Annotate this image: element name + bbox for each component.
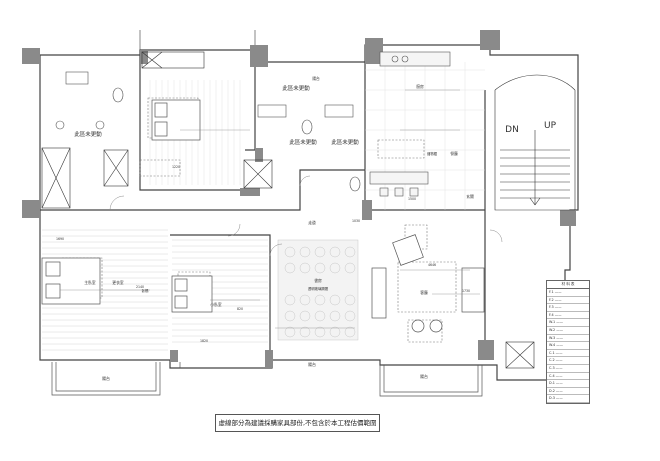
legend-row: C.1 —— xyxy=(547,350,589,358)
dim-c: 2140 xyxy=(136,285,144,289)
legend-row: F.1 —— xyxy=(547,289,589,297)
label-glass-partition: 透明玻璃隔間 xyxy=(308,286,329,291)
label-unchanged-left: 此區未更動 xyxy=(74,130,102,138)
dim-g: 4646 xyxy=(428,263,436,267)
label-corridor: 走道 xyxy=(308,220,316,225)
label-balcony-top: 陽台 xyxy=(312,76,320,81)
label-balcony-bm: 陽台 xyxy=(308,361,316,367)
legend-row: F.3 —— xyxy=(547,304,589,312)
legend-row: F.4 —— xyxy=(547,312,589,320)
staircase xyxy=(494,74,576,211)
legend-row: W.3 —— xyxy=(547,335,589,343)
dim-d: 1500 xyxy=(408,197,416,201)
label-bedroom-left: 主臥室 xyxy=(84,280,96,285)
door-swings xyxy=(109,175,503,257)
balconies xyxy=(51,30,483,397)
kitchen-counters xyxy=(369,51,451,197)
legend-row: W.1 —— xyxy=(547,319,589,327)
dim-a: 1220 xyxy=(172,165,180,169)
legend-row: F.2 —— xyxy=(547,297,589,305)
label-balcony-br: 陽台 xyxy=(420,373,428,379)
label-study: 書房 xyxy=(314,278,322,283)
stair-down-label: DN xyxy=(505,125,519,135)
legend-row: C.2 —— xyxy=(547,357,589,365)
legend-row: D.3 —— xyxy=(547,395,589,403)
legend-title: 材 料 表 xyxy=(547,281,589,289)
floor-hatch-left xyxy=(42,229,168,351)
label-storage: 儲物櫃 xyxy=(427,151,438,156)
label-dressing: 更衣室 xyxy=(112,280,124,285)
label-bench: 臥榻 xyxy=(142,288,149,293)
legend-row: W.4 —— xyxy=(547,342,589,350)
structural-columns xyxy=(22,30,576,368)
dim-b: 1690 xyxy=(56,237,64,241)
label-balcony-bl: 陽台 xyxy=(102,375,110,381)
label-kitchen: 廚房 xyxy=(416,84,424,89)
study-floor-pattern xyxy=(277,239,359,341)
dimension-labels: 1220 1690 2140 1500 1030 820 4646 1730 1… xyxy=(56,165,470,343)
label-unchanged-top: 此區未更動 xyxy=(282,84,310,92)
dim-h: 1730 xyxy=(462,289,470,293)
label-unchanged-mid: 此區未更動 xyxy=(289,138,317,146)
label-unchanged-right: 此區未更動 xyxy=(331,138,359,146)
dim-f: 820 xyxy=(237,307,243,311)
living-furniture xyxy=(371,234,485,333)
shaft-marks xyxy=(41,51,535,369)
dimension-lines xyxy=(60,89,480,329)
label-bedroom-right: 小臥室 xyxy=(210,302,222,307)
label-dining: 餐廳 xyxy=(450,151,458,156)
suggested-furniture xyxy=(61,97,457,343)
dim-e: 1030 xyxy=(352,219,360,223)
beds xyxy=(41,99,213,313)
dim-i: 1820 xyxy=(200,339,208,343)
legend-row: C.3 —— xyxy=(547,365,589,373)
legend-row: D.2 —— xyxy=(547,388,589,396)
bath-fixtures xyxy=(55,71,361,192)
legend-row: D.1 —— xyxy=(547,380,589,388)
plan-caption: 虛線部分為建議採購家具部份,不包含於本工程估價範圍 xyxy=(215,414,380,432)
materials-legend: 材 料 表 F.1 —— F.2 —— F.3 —— F.4 —— W.1 ——… xyxy=(546,280,590,404)
legend-row: W.2 —— xyxy=(547,327,589,335)
stair-up-label: UP xyxy=(544,121,557,131)
legend-row: C.4 —— xyxy=(547,373,589,381)
label-living: 客廳 xyxy=(420,290,428,295)
label-entrance: 玄關 xyxy=(466,194,474,199)
room-labels: 此區未更動 此區未更動 此區未更動 此區未更動 陽台 陽台 陽台 陽台 主臥室 … xyxy=(74,76,474,381)
